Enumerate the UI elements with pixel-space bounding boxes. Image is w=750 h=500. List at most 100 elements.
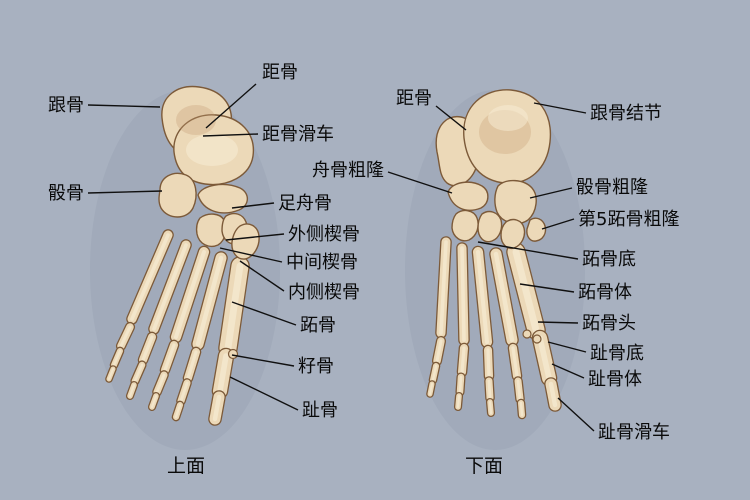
label-dorsal-6: 外侧楔骨 <box>288 224 360 245</box>
bone-dorsal-phalanx-2-proximal-sheen <box>186 350 198 380</box>
bone-plantar-phalanx-5-distal-sheen <box>429 383 433 395</box>
label-dorsal-1: 距骨 <box>262 62 298 83</box>
bone-plantar-phalanx-5-middle-sheen <box>431 364 438 382</box>
bone-plantar-cuneiform-intermediate <box>477 210 503 243</box>
bone-plantar-phalanx-4-distal-sheen <box>456 394 461 409</box>
label-dorsal-9: 跖骨 <box>300 315 336 336</box>
bone-dorsal-highlight <box>186 134 238 166</box>
caption-plantar-view: 下面 <box>465 455 503 477</box>
bone-plantar-metatarsal-4-sheen <box>460 246 466 342</box>
label-dorsal-5: 足舟骨 <box>278 193 332 214</box>
leader-line-dorsal-3 <box>202 133 259 137</box>
bone-plantar-calcaneus <box>463 89 552 184</box>
bone-dorsal-phalanx-1-distal-sheen <box>212 394 222 422</box>
label-plantar-1: 距骨 <box>396 88 432 109</box>
bone-plantar-phalanx-1-distal-sheen <box>548 381 558 408</box>
label-plantar-8: 跖骨头 <box>582 313 636 334</box>
bone-plantar-cuneiform-medial <box>451 209 479 242</box>
bone-plantar-phalanx-3-middle-sheen <box>487 379 492 400</box>
leader-line-dorsal-1 <box>205 83 257 129</box>
bone-plantar-cuboid <box>494 179 537 225</box>
bone-dorsal-metatarsal-2-sheen <box>195 255 224 347</box>
bone-dorsal-cuneiform-medial <box>231 223 260 260</box>
bone-plantar-metatarsal-5-tuberosity <box>526 217 547 242</box>
bone-plantar-phalanx-3-proximal-sheen <box>486 348 491 378</box>
leader-line-plantar-9 <box>547 341 587 353</box>
bone-dorsal-sesamoid <box>227 348 239 360</box>
leader-line-plantar-1 <box>435 105 467 131</box>
annotation-layer: 距骨跟骨距骨滑车骰骨足舟骨外侧楔骨中间楔骨内侧楔骨跖骨籽骨趾骨距骨跟骨结节舟骨粗… <box>48 62 679 443</box>
bone-dorsal-phalanx-1-proximal-sheen <box>217 353 229 394</box>
label-plantar-6: 跖骨底 <box>582 249 636 270</box>
bone-plantar-phalanx-2-proximal-sheen <box>511 346 519 378</box>
label-plantar-4: 骰骨粗隆 <box>576 177 648 198</box>
bone-dorsal-phalanx-4-middle-sheen <box>133 363 144 383</box>
leader-line-dorsal-2 <box>87 104 161 108</box>
bone-plantar-phalanx-2-distal-sheen <box>519 401 524 417</box>
leader-line-dorsal-10 <box>231 354 295 367</box>
foot-plantar-illustration <box>426 89 562 420</box>
bone-plantar-metatarsal-2-sheen <box>493 251 515 343</box>
bone-plantar-sesamoid-medial <box>522 329 532 339</box>
label-dorsal-3: 距骨滑车 <box>262 124 334 145</box>
bone-plantar-phalanx-3-distal-sheen <box>488 400 493 415</box>
leader-line-dorsal-6 <box>225 233 285 241</box>
leader-line-plantar-2 <box>533 102 587 114</box>
bone-dorsal-phalanx-3-middle-sheen <box>155 373 166 394</box>
leader-line-plantar-11 <box>557 397 595 432</box>
bone-dorsal-cuneiform-lateral <box>195 213 227 248</box>
leader-line-dorsal-4 <box>87 190 163 194</box>
bone-dorsal-metatarsal-4-sheen <box>152 243 188 331</box>
bone-dorsal-navicular <box>197 183 249 214</box>
label-dorsal-10: 籽骨 <box>298 356 334 377</box>
label-plantar-9: 趾骨底 <box>590 343 644 364</box>
label-plantar-7: 跖骨体 <box>578 282 632 303</box>
bone-dorsal-phalanx-5-middle-sheen <box>112 349 122 367</box>
bone-plantar-metatarsal-3-sheen <box>476 250 489 344</box>
leader-line-plantar-6 <box>477 241 579 260</box>
bone-dorsal-cuboid <box>158 172 197 218</box>
leader-line-dorsal-11 <box>229 376 299 411</box>
bone-plantar-phalanx-5-proximal-sheen <box>435 339 443 363</box>
bone-dorsal-phalanx-5-distal-sheen <box>108 368 114 380</box>
bone-plantar-metatarsal-1-sheen <box>512 248 540 334</box>
bone-plantar-phalanx-4-proximal-sheen <box>460 346 466 374</box>
bone-dorsal-phalanx-4-distal-sheen <box>128 383 136 398</box>
leader-line-plantar-3 <box>387 171 453 194</box>
bone-plantar-phalanx-4-middle-sheen <box>458 375 463 394</box>
label-dorsal-11: 趾骨 <box>302 400 338 421</box>
bone-dorsal-metatarsal-5-sheen <box>130 233 170 321</box>
bone-dorsal-phalanx-4-proximal-sheen <box>141 335 154 362</box>
label-dorsal-4: 骰骨 <box>48 183 84 204</box>
leader-line-plantar-4 <box>529 187 573 199</box>
leader-line-dorsal-9 <box>231 301 297 326</box>
label-plantar-10: 趾骨体 <box>588 369 642 390</box>
bone-plantar-phalanx-2-middle-sheen <box>516 379 522 401</box>
leader-line-plantar-10 <box>551 363 585 379</box>
bone-dorsal-phalanx-5-proximal-sheen <box>119 325 132 348</box>
bone-plantar-navicular <box>447 181 489 211</box>
bone-plantar-phalanx-1-proximal-sheen <box>537 335 552 381</box>
bone-dorsal-phalanx-3-distal-sheen <box>150 394 158 409</box>
bone-dorsal-shadow <box>176 105 216 135</box>
label-plantar-2: 跟骨结节 <box>590 103 662 124</box>
bone-dorsal-phalanx-2-distal-sheen <box>174 403 182 419</box>
leader-line-plantar-8 <box>537 321 579 324</box>
bone-dorsal-phalanx-2-middle-sheen <box>179 381 189 403</box>
bone-dorsal-metatarsal-1-sheen <box>224 262 244 352</box>
leader-line-plantar-7 <box>519 283 575 293</box>
foot-dorsal-illustration <box>105 85 260 426</box>
bone-plantar-sesamoid-lateral <box>532 334 542 344</box>
leader-line-dorsal-8 <box>239 260 285 292</box>
bone-plantar-highlight <box>488 105 528 131</box>
label-plantar-11: 趾骨滑车 <box>598 422 670 443</box>
bone-dorsal-metatarsal-3-sheen <box>174 250 206 339</box>
leader-line-dorsal-7 <box>219 247 283 263</box>
label-dorsal-2: 跟骨 <box>48 95 84 116</box>
label-dorsal-7: 中间楔骨 <box>286 252 358 273</box>
label-plantar-3: 舟骨粗隆 <box>312 160 384 181</box>
bone-dorsal-phalanx-3-proximal-sheen <box>163 343 176 372</box>
